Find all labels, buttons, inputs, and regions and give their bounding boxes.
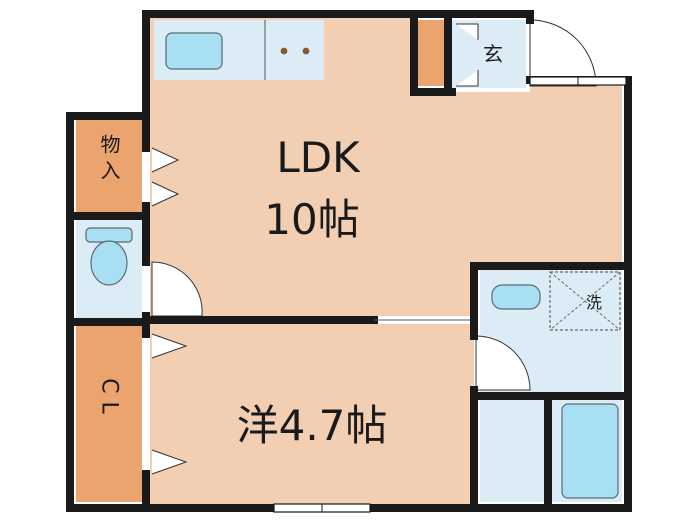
entrance-floor (452, 20, 526, 88)
bathtub-icon (561, 403, 619, 499)
entrance-label: 玄 (483, 42, 503, 66)
storage-bifold-door (151, 147, 180, 207)
washer-pan-icon (549, 271, 621, 331)
ldk-size-label: 10帖 (264, 195, 359, 244)
washbasin-icon (491, 284, 541, 310)
walls (66, 10, 632, 512)
windows (273, 76, 627, 513)
stove-icon (280, 47, 310, 55)
door-swings (151, 19, 597, 475)
door-swing-icon (151, 261, 203, 317)
washer-label: 洗 (586, 293, 602, 312)
storage-label: 物入 (97, 134, 121, 186)
fixtures (85, 20, 621, 499)
western-floor (150, 324, 474, 504)
outer-wall-top-left (142, 10, 534, 24)
wet-area-wall (470, 262, 632, 340)
ldk-floor (150, 18, 622, 316)
entrance-storage-floor (418, 20, 444, 86)
entrance-bifold-door (456, 23, 479, 87)
window-western (273, 503, 371, 513)
entrance-walls (410, 10, 456, 96)
door-swing-icon (475, 335, 531, 391)
kitchen-sink-icon (165, 32, 223, 70)
window-entrance (529, 76, 627, 86)
storage-floor (76, 120, 142, 212)
toilet-icon (85, 227, 133, 286)
closet-floor (76, 326, 142, 502)
ldk-name-label: LDK (276, 133, 361, 182)
closet-label: CL (97, 378, 122, 422)
closet-bifold-door (151, 333, 188, 475)
western-room-label: 洋4.7帖 (237, 401, 388, 450)
room-labels: LDK 10帖 洋4.7帖 物入 CL 玄 洗 (97, 42, 603, 450)
